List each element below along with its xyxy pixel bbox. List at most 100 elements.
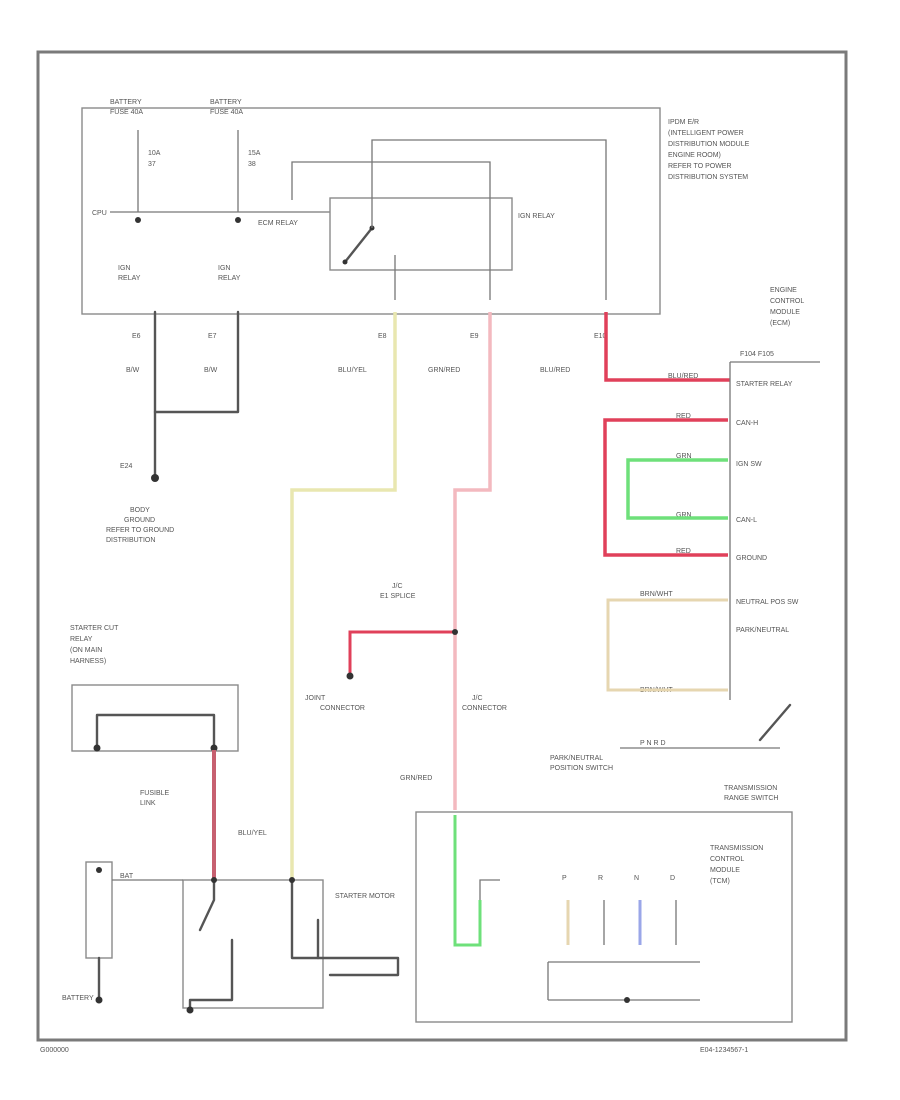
joint-label: JOINT (305, 695, 326, 702)
svg-text:RANGE SWITCH: RANGE SWITCH (724, 795, 778, 802)
svg-text:E1 SPLICE: E1 SPLICE (380, 593, 416, 600)
tcm-box (415, 811, 793, 1023)
tcm-label: TRANSMISSION CONTROL MODULE (TCM) (710, 845, 763, 885)
tcm-pins: P R N D (562, 875, 675, 882)
svg-text:BATTERY: BATTERY (62, 995, 94, 1002)
svg-text:DISTRIBUTION MODULE: DISTRIBUTION MODULE (668, 141, 750, 148)
wire-green-loop (626, 458, 728, 520)
svg-text:CAN-L: CAN-L (736, 517, 757, 524)
footer-right: E04-1234567-1 (700, 1047, 748, 1054)
ipdm-relay-switch (343, 226, 374, 264)
relay-feed (291, 161, 491, 240)
wire-red-loop (603, 418, 728, 557)
svg-text:B/W: B/W (126, 367, 140, 374)
ipdm-box (81, 107, 661, 315)
svg-text:B/W: B/W (204, 367, 218, 374)
svg-text:FUSE 40A: FUSE 40A (110, 109, 143, 116)
splice-label: J/C (392, 583, 403, 590)
ipdm-relay-label: IGN RELAY (518, 213, 555, 220)
svg-text:RED: RED (676, 413, 691, 420)
svg-text:IPDM E/R: IPDM E/R (668, 119, 699, 126)
svg-text:MODULE: MODULE (710, 867, 740, 874)
wire-grn-red (453, 312, 492, 810)
fuse-a: BATTERY FUSE 40A 10A 37 (110, 99, 161, 223)
svg-text:CAN-H: CAN-H (736, 420, 758, 427)
pn-switch (758, 703, 792, 742)
ipdm-pins: E6 E7 E8 E9 E10 (132, 333, 607, 340)
svg-text:REFER TO POWER: REFER TO POWER (668, 163, 732, 170)
fusible-label: FUSIBLE (140, 790, 170, 797)
ipdm-relay-box (329, 197, 513, 271)
svg-text:FUSE 40A: FUSE 40A (210, 109, 243, 116)
svg-text:BAT: BAT (120, 873, 134, 880)
ground-wire (153, 310, 240, 414)
svg-text:37: 37 (148, 161, 156, 168)
svg-text:HARNESS): HARNESS) (70, 658, 106, 665)
svg-text:BATTERY: BATTERY (210, 99, 242, 106)
svg-text:POSITION SWITCH: POSITION SWITCH (550, 765, 613, 772)
svg-text:DISTRIBUTION SYSTEM: DISTRIBUTION SYSTEM (668, 174, 748, 181)
svg-text:RED: RED (676, 548, 691, 555)
svg-text:P: P (562, 875, 567, 882)
svg-text:CONNECTOR: CONNECTOR (320, 705, 365, 712)
bottom-label-yellow: BLU/YEL (238, 830, 267, 837)
svg-text:REFER TO GROUND: REFER TO GROUND (106, 527, 174, 534)
svg-text:E9: E9 (470, 333, 479, 340)
wire-red-splice (348, 630, 455, 676)
diagram-frame (36, 50, 848, 1042)
starter-motor-box (182, 879, 324, 1009)
svg-text:RELAY: RELAY (118, 275, 141, 282)
fuse-b: BATTERY FUSE 40A 15A 38 (210, 99, 261, 223)
svg-text:GROUND: GROUND (124, 517, 155, 524)
svg-text:CONTROL: CONTROL (710, 856, 744, 863)
svg-text:IGN: IGN (118, 265, 130, 272)
wire-green-tcm (453, 815, 482, 947)
relay-top-label: ECM RELAY (258, 220, 298, 227)
svg-text:15A: 15A (248, 150, 261, 157)
svg-text:BLU/RED: BLU/RED (668, 373, 698, 380)
svg-text:IGN SW: IGN SW (736, 461, 762, 468)
svg-text:CONNECTOR: CONNECTOR (462, 705, 507, 712)
svg-text:STARTER CUT: STARTER CUT (70, 625, 119, 632)
starter-cut-relay (71, 684, 239, 752)
svg-text:RELAY: RELAY (70, 636, 93, 643)
svg-text:IGN: IGN (218, 265, 230, 272)
svg-text:BODY: BODY (130, 507, 150, 514)
wire-tan-loop (606, 598, 728, 692)
svg-text:E6: E6 (132, 333, 141, 340)
wire-blu-red (604, 312, 730, 382)
svg-text:BRN/WHT: BRN/WHT (640, 591, 673, 598)
ground-label: E24 (120, 463, 133, 470)
svg-text:(ON MAIN: (ON MAIN (70, 647, 102, 654)
svg-text:(TCM): (TCM) (710, 878, 730, 885)
relay-coil-labels: IGN RELAY IGN RELAY (118, 265, 241, 282)
svg-text:N: N (634, 875, 639, 882)
ground-note: BODY GROUND REFER TO GROUND DISTRIBUTION (106, 507, 174, 544)
svg-text:GRN/RED: GRN/RED (428, 367, 460, 374)
svg-text:GROUND: GROUND (736, 555, 767, 562)
starter-cut-label: STARTER CUT RELAY (ON MAIN HARNESS) (70, 625, 119, 665)
svg-text:LINK: LINK (140, 800, 156, 807)
svg-text:J/C: J/C (472, 695, 483, 702)
ecm-header: ENGINE CONTROL MODULE (ECM) F104 F105 (740, 287, 804, 358)
footer-left: G000000 (40, 1047, 69, 1054)
svg-text:BLU/RED: BLU/RED (540, 367, 570, 374)
svg-text:RELAY: RELAY (218, 275, 241, 282)
svg-text:STARTER RELAY: STARTER RELAY (736, 381, 793, 388)
svg-text:DISTRIBUTION: DISTRIBUTION (106, 537, 155, 544)
svg-text:E10: E10 (594, 333, 607, 340)
trans-label: TRANSMISSION (724, 785, 777, 792)
wire-blu-yel (290, 312, 397, 880)
svg-text:BLU/YEL: BLU/YEL (338, 367, 367, 374)
svg-text:NEUTRAL POS SW: NEUTRAL POS SW (736, 599, 799, 606)
starter-motor-label: STARTER MOTOR (335, 893, 395, 900)
svg-text:GRN: GRN (676, 453, 692, 460)
battery: BATTERY (62, 861, 113, 1004)
svg-text:38: 38 (248, 161, 256, 168)
bottom-label-pink: GRN/RED (400, 775, 432, 782)
svg-text:E7: E7 (208, 333, 217, 340)
ipdm-label: IPDM E/R (INTELLIGENT POWER DISTRIBUTION… (668, 119, 750, 181)
svg-text:CONTROL: CONTROL (770, 298, 804, 305)
svg-text:(ECM): (ECM) (770, 320, 790, 327)
